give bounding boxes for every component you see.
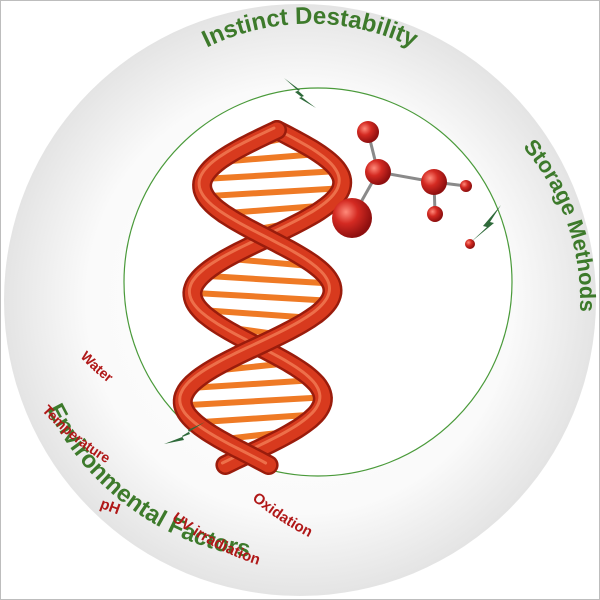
molecule-icon [332, 121, 475, 249]
lightning-bolt-icon [471, 205, 501, 242]
lightning-bolt-icon [164, 422, 205, 444]
dna-helix-icon [172, 120, 353, 475]
label-ph: pH [98, 495, 123, 518]
lightning-bolt-icon [284, 78, 316, 108]
